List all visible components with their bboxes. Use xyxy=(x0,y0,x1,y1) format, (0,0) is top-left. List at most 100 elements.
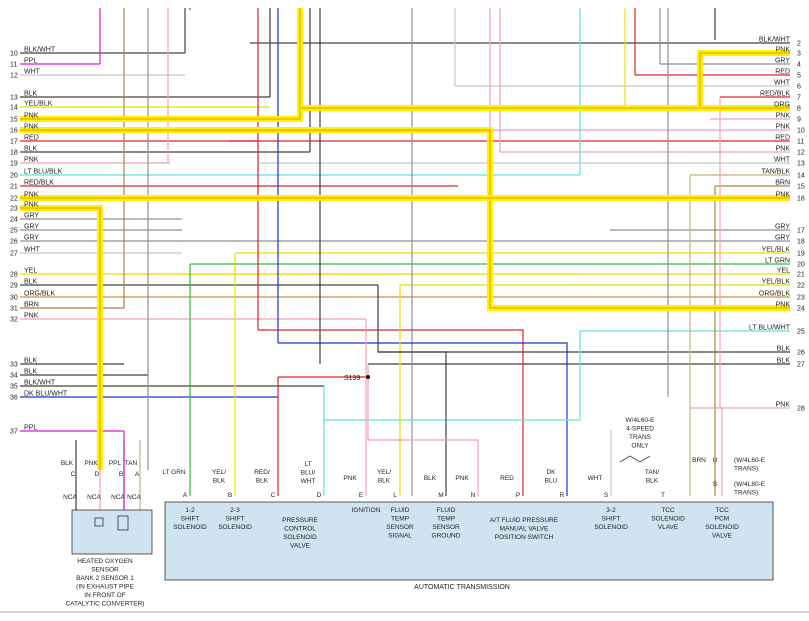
right-row-22-label: YEL/BLK xyxy=(762,279,791,286)
left-row-25-label: GRY xyxy=(24,224,39,231)
wire-pin-m xyxy=(377,285,447,496)
trans-pin-B-name: SHIFT xyxy=(226,516,245,523)
trans-pin-B-wire-label: YEL/ xyxy=(212,469,226,476)
right-row-9-label: PNK xyxy=(776,113,791,120)
trans-pin-S-name: PCM xyxy=(715,516,729,523)
right-row-26-number: 26 xyxy=(797,350,805,357)
trans-pin-D-letter: D xyxy=(317,492,322,499)
left-row-36-number: 36 xyxy=(10,395,18,402)
trans-pin-U-wire-label: BRN xyxy=(692,457,706,464)
right-row-21-label: YEL xyxy=(777,268,790,275)
left-row-14-label: YEL/BLK xyxy=(24,101,53,108)
right-row-4-number: 4 xyxy=(797,62,801,69)
trans-pin-N-wire-label: PNK xyxy=(455,475,469,482)
pressure-control-label: PRESSURE xyxy=(282,517,318,524)
left-row-33-label: BLK xyxy=(24,358,38,365)
left-row-30-number: 30 xyxy=(10,295,18,302)
trans-pin-B-letter: B xyxy=(228,492,232,499)
o2-sensor-label: CATALYTIC CONVERTER) xyxy=(66,601,145,608)
highlight-trace-core xyxy=(20,207,101,470)
wire-pin-n xyxy=(367,364,479,496)
note-4speed: ONLY xyxy=(631,443,649,450)
transmission-title: AUTOMATIC TRANSMISSION xyxy=(414,584,510,591)
o2-pin-C-letter: C xyxy=(71,471,76,478)
note-4l80e: (W/4L80-E xyxy=(734,481,766,488)
right-row-7-number: 7 xyxy=(797,95,801,102)
left-row-13-label: BLK xyxy=(24,91,38,98)
left-row-23-label: PNK xyxy=(24,202,39,209)
splice-s139-label: S139 xyxy=(344,375,360,382)
left-row-26-label: GRY xyxy=(24,235,39,242)
trans-pin-T-wire-label: BLK xyxy=(646,478,659,485)
trans-pin-D-wire-label: WHT xyxy=(301,478,316,485)
right-row-21-number: 21 xyxy=(797,272,805,279)
trans-pin-C-letter: C xyxy=(271,492,276,499)
left-row-24-label: GRY xyxy=(24,213,39,220)
trans-pin-L-wire-label: BLK xyxy=(378,478,391,485)
left-row-36-label: DK BLU/WHT xyxy=(24,391,68,398)
splice-s139-dot xyxy=(366,375,370,379)
trans-pin-M-name: SENSOR xyxy=(432,524,460,531)
transmission-box xyxy=(164,501,774,581)
right-row-23-label: ORG/BLK xyxy=(759,291,790,298)
trans-pin-M-name: FLUID xyxy=(437,507,456,514)
left-row-24-number: 24 xyxy=(10,217,18,224)
left-row-17-label: RED xyxy=(24,135,39,142)
right-row-14-label: TAN/BLK xyxy=(761,169,790,176)
highlight-trace-core xyxy=(20,129,790,309)
left-row-12-label: WHT xyxy=(24,69,41,76)
left-row-25-number: 25 xyxy=(10,228,18,235)
left-row-16-number: 16 xyxy=(10,128,18,135)
o2-pin-B-color: PPL xyxy=(109,460,122,467)
left-row-26-number: 26 xyxy=(10,239,18,246)
trans-pin-T-name: TCC xyxy=(661,507,675,514)
right-row-5-number: 5 xyxy=(797,73,801,80)
right-row-8-number: 8 xyxy=(797,106,801,113)
left-row-33-number: 33 xyxy=(10,362,18,369)
left-row-14-number: 14 xyxy=(10,105,18,112)
trans-pin-S-name: VALVE xyxy=(712,533,733,540)
left-row-19-number: 19 xyxy=(10,161,18,168)
left-row-34-label: BLK xyxy=(24,369,38,376)
trans-pin-A-name: SHIFT xyxy=(181,516,200,523)
left-row-12-number: 12 xyxy=(10,73,18,80)
right-row-3-label: PNK xyxy=(776,47,791,54)
left-row-28-number: 28 xyxy=(10,272,18,279)
trans-pin-C-wire-label: BLK xyxy=(256,478,269,485)
right-row-15-label: BRN xyxy=(775,180,790,187)
wire-pin-p xyxy=(258,329,524,496)
right-row-13-number: 13 xyxy=(797,161,805,168)
trans-pin-L-wire-label: YEL/ xyxy=(377,469,391,476)
trans-pin-A-name: SOLENOID xyxy=(173,524,207,531)
right-row-22-number: 22 xyxy=(797,283,805,290)
right-row-25-number: 25 xyxy=(797,329,805,336)
o2-pin-C-color: BLK xyxy=(61,460,74,467)
left-row-18-number: 18 xyxy=(10,150,18,157)
right-row-16-number: 16 xyxy=(797,196,805,203)
right-row-15-number: 15 xyxy=(797,184,805,191)
note-4l60e: TRANS) xyxy=(734,466,758,473)
left-row-22-label: PNK xyxy=(24,192,39,199)
left-row-37-number: 37 xyxy=(10,429,18,436)
trans-pin-E-name: IGNITION xyxy=(352,507,381,514)
right-row-8-label: ORG xyxy=(774,102,790,109)
trans-pin-E-letter: E xyxy=(359,492,364,499)
right-row-23-number: 23 xyxy=(797,295,805,302)
o2-pin-D-letter: D xyxy=(95,471,100,478)
trans-pin-S-name: 3-2 xyxy=(606,507,616,514)
o2-sensor-label: HEATED OXYGEN xyxy=(77,558,133,565)
wire-pin-s2 xyxy=(690,407,723,496)
o2-pin-D-color: PNK xyxy=(84,460,98,467)
trans-pin-M-wire-label: BLK xyxy=(424,475,437,482)
trans-pin-M-name: TEMP xyxy=(437,516,455,523)
trans-pin-D-wire-label: BLU/ xyxy=(301,470,316,477)
left-row-20-label: LT BLU/BLK xyxy=(24,169,63,176)
trans-pin-S-wire-label: WHT xyxy=(588,475,603,482)
right-row-26-label: BLK xyxy=(777,346,791,353)
left-row-21-number: 21 xyxy=(10,184,18,191)
trans-pin-C-wire-label: RED/ xyxy=(254,469,270,476)
right-row-10-label: PNK xyxy=(776,124,791,131)
right-row-25-label: LT BLU/WHT xyxy=(749,325,791,332)
trans-pin-S-name: SOLENOID xyxy=(705,524,739,531)
right-row-28-number: 28 xyxy=(797,406,805,413)
